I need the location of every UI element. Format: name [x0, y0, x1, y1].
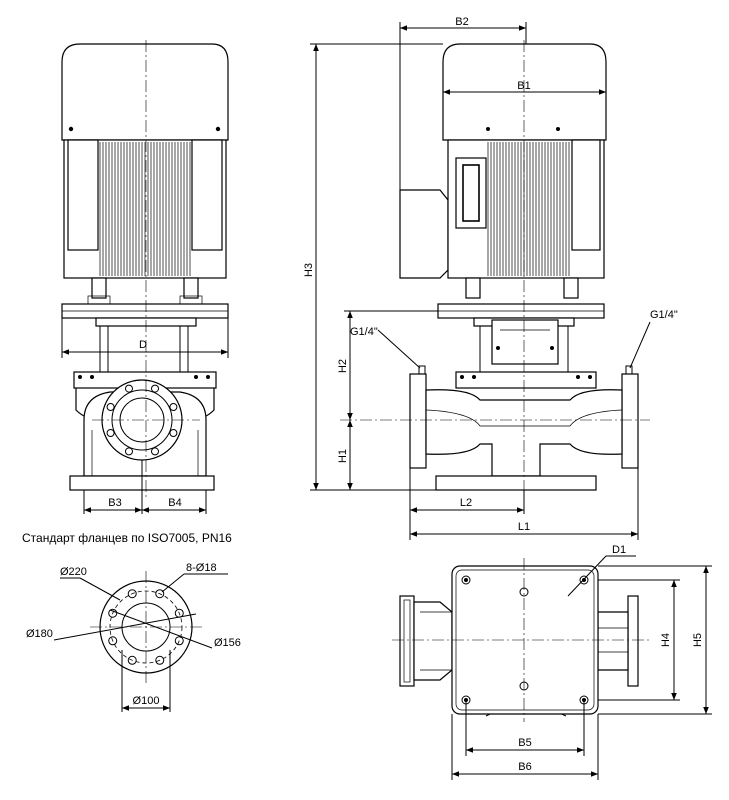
flange-detail: Ø220 8-Ø18 Ø180 Ø156 Ø100	[26, 562, 241, 712]
side-coupling-guard	[491, 319, 559, 365]
bolt-hole	[108, 636, 118, 646]
dim-l2: L2	[460, 497, 472, 509]
side-pump-base	[435, 475, 597, 491]
bolt-hole	[155, 589, 165, 599]
front-flange-holes	[106, 384, 178, 456]
front-motor-fan-cover	[61, 43, 229, 141]
dim-b6: B6	[518, 761, 531, 773]
bolt-hole	[151, 384, 160, 393]
bolt-hole	[108, 608, 118, 618]
label-flange-100: Ø100	[133, 695, 160, 707]
top-outlet-flange	[627, 595, 639, 687]
dim-d1: D1	[612, 544, 626, 556]
side-motor-fins	[487, 142, 570, 276]
label-flange-holes: 8-Ø18	[186, 562, 217, 574]
bolt-hole	[106, 429, 115, 438]
label-g-left: G1/4"	[350, 326, 378, 338]
bolt-hole	[124, 384, 133, 393]
front-view: D B3 B4	[61, 40, 229, 514]
side-inlet-flange	[409, 373, 427, 469]
dim-l1: L1	[518, 521, 530, 533]
bolt-hole	[124, 447, 133, 456]
dim-h2: H2	[337, 359, 349, 373]
dim-b3: B3	[108, 497, 121, 509]
flange-standard-caption: Стандарт фланцев по ISO7005, PN16	[22, 531, 232, 545]
dim-b4: B4	[168, 497, 181, 509]
side-pump-casing	[425, 389, 623, 477]
bolt-hole	[169, 429, 178, 438]
label-flange-180: Ø180	[26, 628, 53, 640]
bolt-hole	[127, 589, 137, 599]
dim-d: D	[139, 339, 147, 351]
bolt-hole	[169, 402, 178, 411]
side-view: B2 B1	[303, 16, 678, 540]
bolt-hole	[106, 402, 115, 411]
dim-h1: H1	[337, 449, 349, 463]
label-g-right: G1/4"	[650, 309, 678, 321]
dim-b5: B5	[518, 737, 531, 749]
dim-h4: H4	[660, 633, 672, 647]
dim-b2: B2	[455, 16, 468, 28]
top-inlet-flange	[399, 595, 415, 687]
front-motor-fins	[99, 142, 191, 276]
dim-h5: H5	[692, 633, 704, 647]
side-terminal-box	[399, 189, 449, 279]
side-pump-head	[455, 371, 597, 389]
label-flange-220: Ø220	[60, 566, 87, 578]
side-outlet-flange	[621, 373, 639, 469]
bolt-hole	[174, 636, 184, 646]
top-view: D1 H4 H5 B5 B6	[392, 544, 712, 780]
dim-h3: H3	[303, 263, 315, 277]
label-flange-156: Ø156	[214, 637, 241, 649]
bolt-hole	[127, 655, 137, 665]
bolt-hole	[151, 447, 160, 456]
bolt-hole	[155, 655, 165, 665]
